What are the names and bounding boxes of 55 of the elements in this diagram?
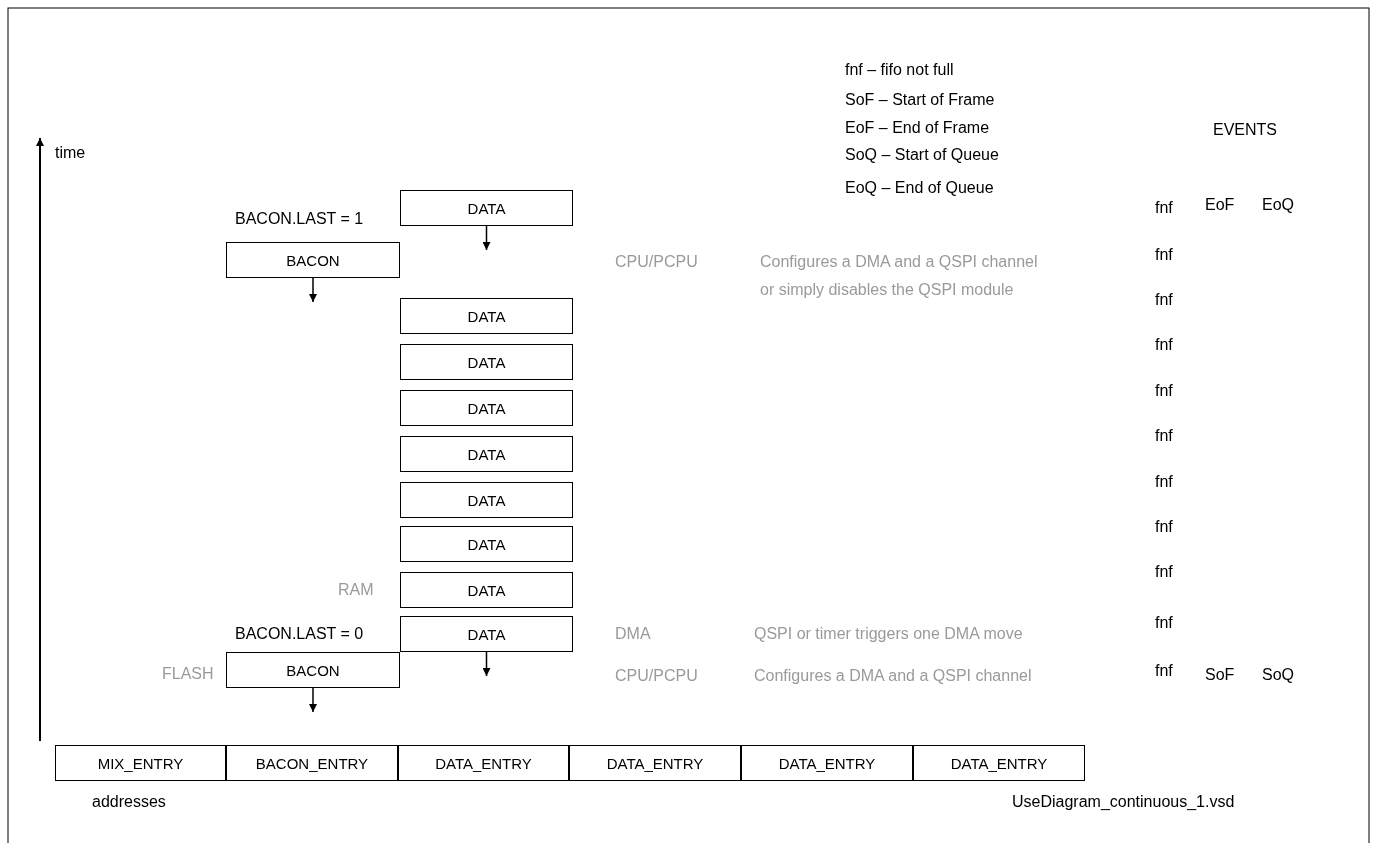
event-label: fnf [1155, 661, 1173, 681]
legend-text: EoQ – End of Queue [845, 178, 994, 198]
legend-text: SoQ – Start of Queue [845, 145, 999, 165]
memory-block: DATA [400, 616, 573, 652]
legend-text: SoF – Start of Frame [845, 90, 995, 110]
memory-block: DATA [400, 344, 573, 380]
memory-block: DATA [400, 572, 573, 608]
file-name: UseDiagram_continuous_1.vsd [1012, 792, 1235, 812]
description-text: Configures a DMA and a QSPI channel [754, 666, 1032, 686]
event-label: fnf [1155, 381, 1173, 401]
event-label: SoQ [1262, 665, 1294, 685]
address-cell: DATA_ENTRY [398, 745, 569, 781]
legend-text: fnf – fifo not full [845, 60, 954, 80]
condition-label: BACON.LAST = 0 [235, 624, 364, 644]
arrow [309, 687, 317, 713]
condition-label: BACON.LAST = 1 [235, 209, 364, 229]
event-label: fnf [1155, 562, 1173, 582]
memory-block: DATA [400, 390, 573, 426]
arrow [482, 225, 491, 251]
memory-label: RAM [338, 580, 374, 600]
arrow [309, 277, 317, 303]
event-label: fnf [1155, 290, 1173, 310]
memory-block: DATA [400, 436, 573, 472]
event-label: EoQ [1262, 195, 1294, 215]
description-text: QSPI or timer triggers one DMA move [754, 624, 1023, 644]
event-label: fnf [1155, 198, 1173, 218]
actor-label: CPU/PCPU [615, 252, 698, 272]
address-cell: DATA_ENTRY [741, 745, 913, 781]
event-label: fnf [1155, 472, 1173, 492]
memory-block: DATA [400, 482, 573, 518]
legend-text: EoF – End of Frame [845, 118, 990, 138]
memory-block: DATA [400, 526, 573, 562]
event-label: fnf [1155, 517, 1173, 537]
address-cell: BACON_ENTRY [226, 745, 398, 781]
memory-block: BACON [226, 242, 400, 278]
description-text: Configures a DMA and a QSPI channel or simply disables the QSPI module [760, 252, 1039, 300]
event-label: fnf [1155, 335, 1173, 355]
memory-block: DATA [400, 190, 573, 226]
event-label: fnf [1155, 245, 1173, 265]
address-cell: DATA_ENTRY [913, 745, 1085, 781]
actor-label: CPU/PCPU [615, 666, 698, 686]
memory-block: BACON [226, 652, 400, 688]
address-cell: MIX_ENTRY [55, 745, 226, 781]
memory-label: FLASH [162, 664, 214, 684]
actor-label: DMA [615, 624, 651, 644]
column-heading: EVENTS [1213, 120, 1277, 140]
address-cell: DATA_ENTRY [569, 745, 741, 781]
event-label: EoF [1205, 195, 1235, 215]
axis-label: time [55, 143, 86, 163]
arrow [482, 651, 491, 677]
axis-label: addresses [92, 792, 166, 812]
event-label: SoF [1205, 665, 1235, 685]
event-label: fnf [1155, 426, 1173, 446]
memory-block: DATA [400, 298, 573, 334]
event-label: fnf [1155, 613, 1173, 633]
